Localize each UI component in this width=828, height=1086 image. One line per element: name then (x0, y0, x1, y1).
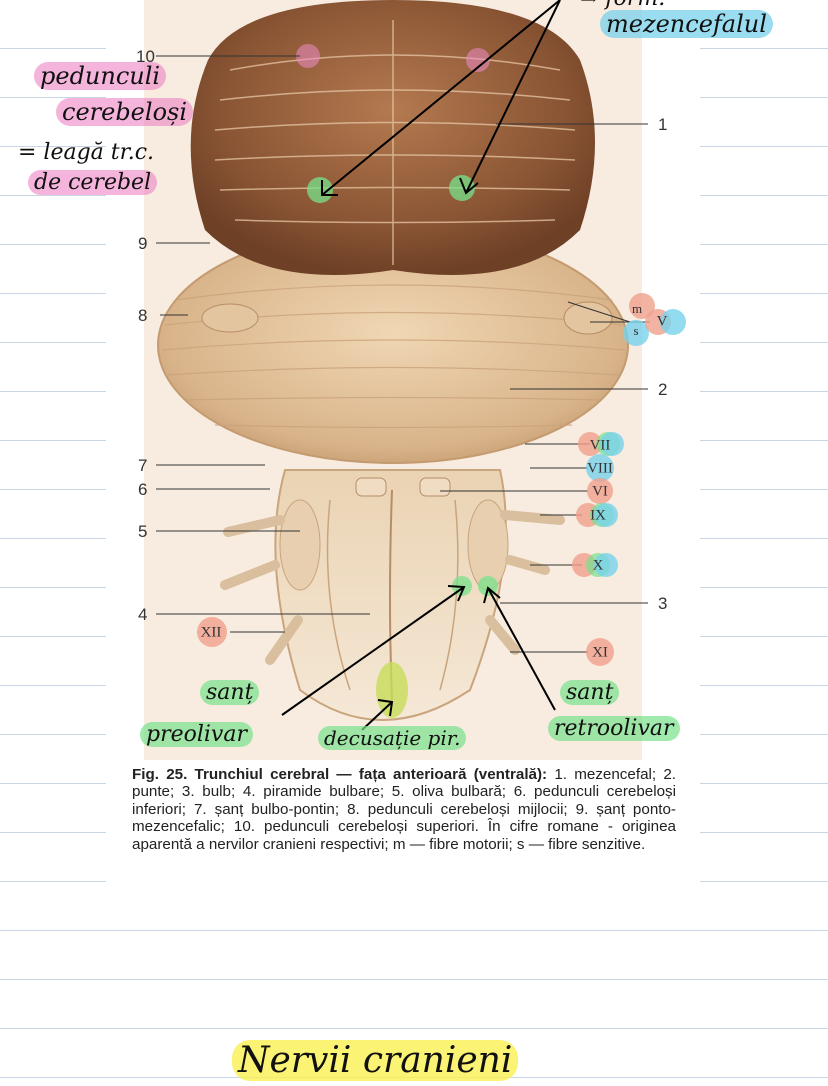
note-decusatie: decusație pir. (318, 726, 467, 750)
caption-title: Fig. 25. Trunchiul cerebral — fața anter… (132, 766, 548, 783)
ruled-line (0, 342, 106, 343)
ruled-line (700, 195, 828, 196)
label-8: 8 (138, 306, 148, 325)
handwritten-arrows (281, 0, 561, 731)
left-trigeminal (201, 303, 259, 333)
ruled-line (0, 440, 106, 441)
nerve-roots (220, 510, 565, 665)
ruled-line (700, 881, 828, 882)
note-de-cerebel-text: de cerebel (28, 170, 158, 195)
ruled-line (0, 244, 106, 245)
label-VIII: VIII (587, 460, 613, 477)
ruled-line (0, 293, 106, 294)
brainstem-illustration (144, 0, 686, 760)
note-pedunculi-line2: cerebeloși (56, 98, 194, 126)
heading-nervi-cranieni-text: Nervii cranieni (232, 1040, 519, 1081)
label-IX: IX (590, 507, 606, 524)
ruled-line (0, 195, 106, 196)
ruled-line (700, 832, 828, 833)
ruled-line (700, 734, 828, 735)
note-sant-pre-1-text: sanț (200, 680, 260, 705)
ruled-line (700, 538, 828, 539)
note-mezencefalul-text: mezencefalul (600, 10, 773, 38)
note-mezencefalul: mezencefalul (600, 10, 773, 38)
label-V: V (656, 313, 668, 330)
note-cerebelosi: cerebeloși (56, 98, 194, 126)
leader-lines (156, 55, 650, 653)
label-XI: XI (592, 644, 608, 661)
figure-caption: Fig. 25. Trunchiul cerebral — fața anter… (132, 766, 676, 853)
ruled-line (700, 48, 828, 49)
ruled-line (700, 293, 828, 294)
note-leaga: = leagă tr.c. (18, 140, 155, 165)
note-sant-retro-2: retroolivar (548, 716, 680, 741)
caption-body: 1. mezencefal; 2. punte; 3. bulb; 4. pir… (132, 766, 676, 853)
ruled-line (700, 636, 828, 637)
ruled-line (0, 930, 828, 931)
ruled-line (0, 783, 106, 784)
note-decusatie-text: decusație pir. (318, 726, 467, 750)
right-superior-peduncle-mark (466, 48, 490, 72)
ruled-line (700, 146, 828, 147)
ruled-line (700, 342, 828, 343)
ruled-line (0, 48, 106, 49)
ruled-line (0, 881, 106, 882)
ruled-line (0, 391, 106, 392)
left-superior-peduncle-mark (296, 44, 320, 68)
label-6: 6 (138, 480, 148, 499)
ruled-line (700, 489, 828, 490)
label-s: s (633, 323, 639, 338)
nerve-highlights (197, 175, 686, 718)
note-sant-retro-1-text: sanț (560, 680, 620, 705)
label-VI: VI (592, 483, 608, 500)
note-pedunculi: pedunculi (34, 62, 167, 90)
ruled-line (0, 636, 106, 637)
ruled-line (0, 1028, 828, 1029)
right-trigeminal (563, 301, 613, 335)
label-2: 2 (658, 380, 668, 399)
ruled-line (0, 489, 106, 490)
ruled-line (700, 587, 828, 588)
ruled-line (700, 783, 828, 784)
ruled-line (0, 538, 106, 539)
note-retroolivar-text: retroolivar (548, 716, 680, 741)
note-sant-pre-1: sanț (200, 680, 260, 705)
note-pedunculi-line1: pedunculi (34, 62, 167, 90)
note-sant-pre-2: preolivar (140, 722, 253, 747)
note-form: ⇒ form. (580, 0, 665, 11)
note-de-cerebel: de cerebel (28, 170, 158, 195)
label-XII: XII (200, 624, 222, 641)
ruled-line (0, 97, 106, 98)
label-10: 10 (136, 47, 155, 66)
ruled-line (0, 685, 106, 686)
ruled-line (0, 734, 106, 735)
label-4: 4 (138, 605, 148, 624)
label-X: X (592, 557, 604, 574)
ruled-line (0, 587, 106, 588)
label-3: 3 (658, 594, 668, 613)
label-5: 5 (138, 522, 148, 541)
ruled-line (0, 832, 106, 833)
heading-nervi-cranieni: Nervii cranieni (232, 1040, 519, 1081)
ruled-line (700, 391, 828, 392)
ruled-line (700, 97, 828, 98)
ruled-line (0, 979, 828, 980)
label-VII: VII (589, 437, 611, 454)
left-olive (279, 499, 321, 591)
note-sant-retro-1: sanț (560, 680, 620, 705)
label-9: 9 (138, 234, 148, 253)
ruled-line (700, 685, 828, 686)
label-m: m (631, 301, 643, 316)
note-preolivar-text: preolivar (140, 722, 253, 747)
label-7: 7 (138, 456, 148, 475)
ruled-line (0, 146, 106, 147)
ruled-line (700, 244, 828, 245)
ruled-line (700, 440, 828, 441)
label-1: 1 (658, 115, 668, 134)
